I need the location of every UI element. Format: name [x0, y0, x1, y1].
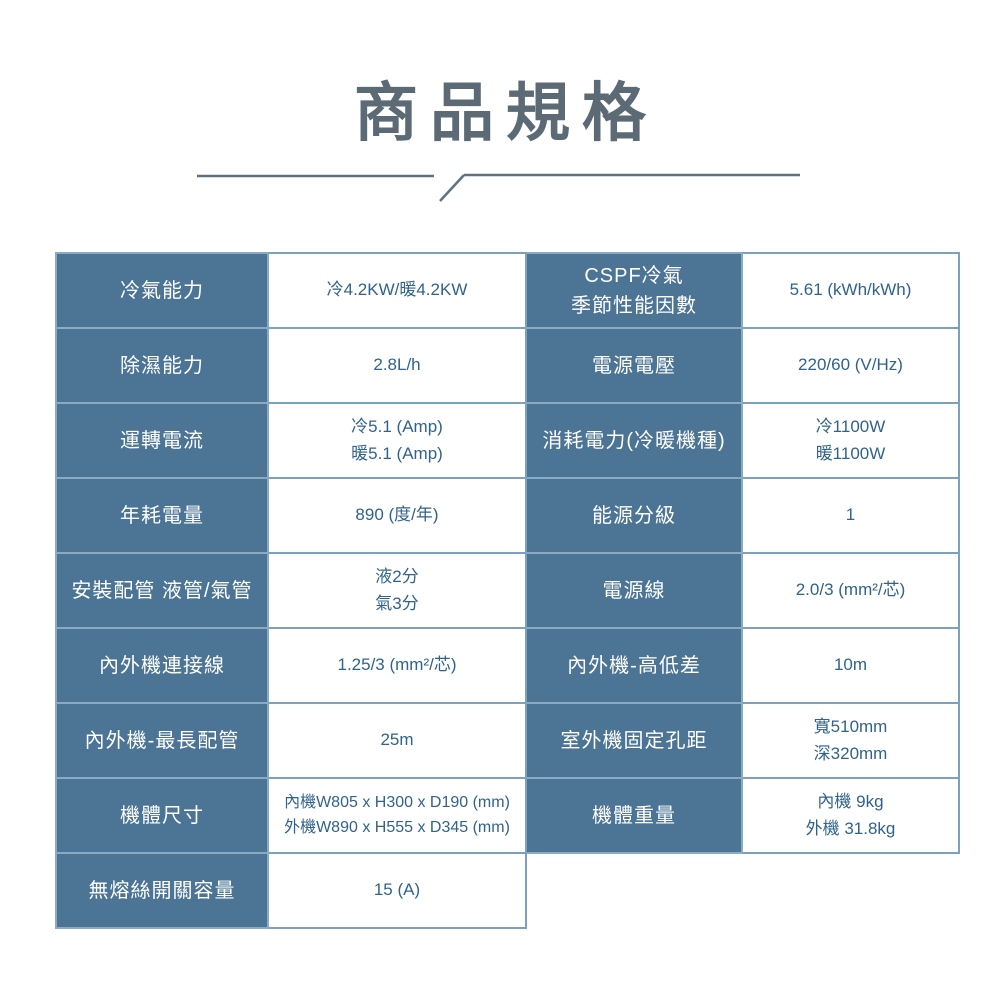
label-cspf: CSPF冷氣 季節性能因數: [525, 252, 743, 329]
label-power-consumption: 消耗電力(冷暖機種): [525, 402, 743, 479]
spec-table: 冷氣能力 冷4.2KW/暖4.2KW CSPF冷氣 季節性能因數 5.61 (k…: [55, 252, 960, 929]
spec-row: 無熔絲開關容量 15 (A): [55, 852, 959, 929]
spec-row: 冷氣能力 冷4.2KW/暖4.2KW CSPF冷氣 季節性能因數 5.61 (k…: [55, 252, 960, 329]
label-power-voltage: 電源電壓: [525, 327, 743, 404]
value-cspf: 5.61 (kWh/kWh): [741, 252, 960, 329]
spec-row: 機體尺寸 內機W805 x H300 x D190 (mm) 外機W890 x …: [55, 777, 960, 854]
label-unit-dimensions: 機體尺寸: [55, 777, 269, 854]
value-connection-wire: 1.25/3 (mm²/芯): [267, 627, 527, 704]
value-energy-rating: 1: [741, 477, 960, 554]
label-breaker-capacity: 無熔絲開關容量: [55, 852, 269, 929]
value-height-difference: 10m: [741, 627, 960, 704]
value-breaker-capacity: 15 (A): [267, 852, 527, 929]
title-divider: [197, 173, 800, 202]
label-piping-liquid-gas: 安裝配管 液管/氣管: [55, 552, 269, 629]
spec-row: 運轉電流 冷5.1 (Amp) 暖5.1 (Amp) 消耗電力(冷暖機種) 冷1…: [55, 402, 960, 479]
page-title: 商品規格: [354, 77, 658, 149]
value-running-current: 冷5.1 (Amp) 暖5.1 (Amp): [267, 402, 527, 479]
value-max-piping-length: 25m: [267, 702, 527, 779]
value-dehumidify-capacity: 2.8L/h: [267, 327, 527, 404]
label-dehumidify-capacity: 除濕能力: [55, 327, 269, 404]
value-annual-energy: 890 (度/年): [267, 477, 527, 554]
value-power-consumption: 冷1100W 暖1100W: [741, 402, 960, 479]
label-max-piping-length: 內外機-最長配管: [55, 702, 269, 779]
value-power-cord: 2.0/3 (mm²/芯): [741, 552, 960, 629]
value-cooling-capacity: 冷4.2KW/暖4.2KW: [267, 252, 527, 329]
label-power-cord: 電源線: [525, 552, 743, 629]
label-outdoor-mount-hole-pitch: 室外機固定孔距: [525, 702, 743, 779]
spec-row: 安裝配管 液管/氣管 液2分 氣3分 電源線 2.0/3 (mm²/芯): [55, 552, 960, 629]
label-connection-wire: 內外機連接線: [55, 627, 269, 704]
value-unit-weight: 內機 9kg 外機 31.8kg: [741, 777, 960, 854]
value-power-voltage: 220/60 (V/Hz): [741, 327, 960, 404]
label-height-difference: 內外機-高低差: [525, 627, 743, 704]
spec-row: 年耗電量 890 (度/年) 能源分級 1: [55, 477, 960, 554]
label-running-current: 運轉電流: [55, 402, 269, 479]
label-cooling-capacity: 冷氣能力: [55, 252, 269, 329]
label-annual-energy: 年耗電量: [55, 477, 269, 554]
value-unit-dimensions: 內機W805 x H300 x D190 (mm) 外機W890 x H555 …: [267, 777, 527, 854]
label-energy-rating: 能源分級: [525, 477, 743, 554]
value-piping-liquid-gas: 液2分 氣3分: [267, 552, 527, 629]
spec-row: 內外機連接線 1.25/3 (mm²/芯) 內外機-高低差 10m: [55, 627, 960, 704]
empty-cell: [526, 853, 959, 928]
spec-row: 除濕能力 2.8L/h 電源電壓 220/60 (V/Hz): [55, 327, 960, 404]
label-unit-weight: 機體重量: [525, 777, 743, 854]
value-outdoor-mount-hole-pitch: 寬510mm 深320mm: [741, 702, 960, 779]
spec-row: 內外機-最長配管 25m 室外機固定孔距 寬510mm 深320mm: [55, 702, 960, 779]
